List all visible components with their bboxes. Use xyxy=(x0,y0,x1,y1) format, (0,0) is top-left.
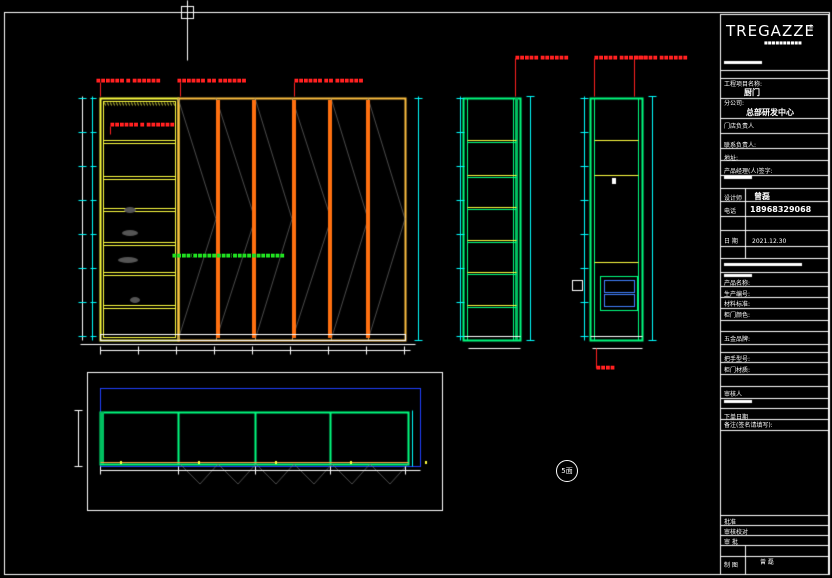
hardware-brand-label: 五金品牌: xyxy=(724,336,751,343)
door-material-label: 柜门材质: xyxy=(724,367,751,374)
product-name-label: 产品名称: xyxy=(724,280,751,287)
address-label: 地址: xyxy=(724,155,739,162)
handle-model-label: 把手型号: xyxy=(724,356,751,363)
designer-value: 曾磊 xyxy=(754,192,770,201)
date-label: 日 期 xyxy=(724,238,738,245)
designer-label: 设计师 xyxy=(724,195,743,202)
drawn-by-label: 制 图 xyxy=(724,562,738,569)
store-manager-label: 门店负责人 xyxy=(724,123,755,130)
side-callout-2: ■■■■■ ■■■■■■ xyxy=(594,55,648,61)
product-manager-sign-label: 产品经理(人)签字: xyxy=(724,168,773,175)
material-standard-label: 材料标准: xyxy=(724,301,751,308)
project-name-value: 厨门 xyxy=(744,88,760,97)
branch-label: 分公司: xyxy=(724,100,745,107)
front-callout-4: ■■■■■■ ■ ■■■■■■ xyxy=(110,122,175,128)
front-callout-3: ■■■■■■ ■■ ■■■■■■ xyxy=(294,78,364,84)
production-number-label: 生产编号: xyxy=(724,291,751,298)
contact-label: 联系负责人: xyxy=(724,142,757,149)
project-name-label: 工程项目名称: xyxy=(724,81,763,88)
side-callout-1: ■■■■■ ■■■■■■ xyxy=(515,55,569,61)
approve-label: 批准 xyxy=(724,519,737,526)
branch-value: 总部研发中心 xyxy=(746,108,794,117)
brand-logo: TREGAZZE xyxy=(726,22,815,40)
front-callout-1: ■■■■■■ ■ ■■■■■■ xyxy=(96,78,161,84)
bottom-callout: ■■■■ xyxy=(596,365,615,371)
remarks-label: 备注(签名请填写): xyxy=(724,422,773,429)
phone-value: 18968329068 xyxy=(750,205,812,214)
front-callout-2: ■■■■■■ ■■ ■■■■■■ xyxy=(177,78,247,84)
registered-mark: ® xyxy=(808,24,814,31)
drawn-by-value: 曾 磊 xyxy=(760,559,774,566)
auditor-label: 审核人 xyxy=(724,391,743,398)
phone-label: 电话 xyxy=(724,208,737,215)
side-callout-3: ■■■■■ ■■■■■■ xyxy=(634,55,688,61)
order-date-label: 下单日期 xyxy=(724,414,749,421)
brand-subtitle: ■■■■■■■■■■ xyxy=(764,40,802,45)
door-color-label: 柜门颜色: xyxy=(724,312,751,319)
view-tag-icon: 5面 xyxy=(556,460,578,482)
date-value: 2021.12.30 xyxy=(752,238,787,245)
review-label: 审核校对 xyxy=(724,529,749,536)
front-center-note: ■■■■(■■■■■■■■)■■■■■■■■■■■ xyxy=(172,253,285,259)
approval-label: 审 批 xyxy=(724,539,738,546)
